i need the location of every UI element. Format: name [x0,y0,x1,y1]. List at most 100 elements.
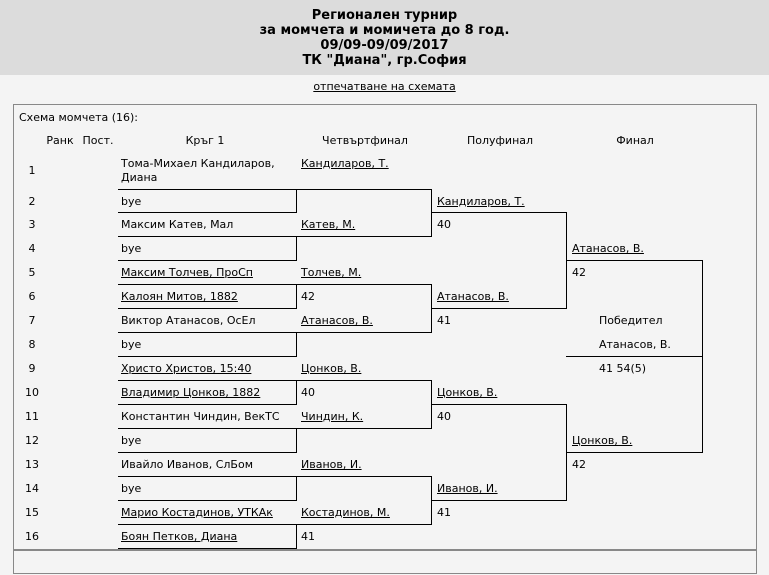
round1-line [118,404,296,405]
round1-line [118,428,296,429]
round1-player[interactable]: Боян Петков, Диана [121,530,238,543]
tournament-header: Регионален турнир за момчета и момичета … [0,0,769,75]
match-connector [296,284,297,309]
round1-line [118,189,296,190]
final-score: 42 [572,458,586,471]
draw-position-number: 12 [25,434,39,447]
semifinal-player[interactable]: Цонков, В. [437,386,498,399]
round1-player: bye [121,338,142,351]
match-connector [566,212,567,309]
draw-frame [13,104,757,550]
round1-line [118,260,296,261]
draw-position-number: 1 [28,164,36,177]
draw-footer-frame [13,550,757,574]
round1-player[interactable]: Владимир Цонков, 1882 [121,386,261,399]
quarterfinal-player[interactable]: Кандиларов, Т. [301,157,389,170]
final-player[interactable]: Атанасов, В. [572,242,644,255]
quarterfinal-player[interactable]: Цонков, В. [301,362,362,375]
winner-score: 41 54(5) [599,362,647,375]
semifinal-player[interactable]: Кандиларов, Т. [437,195,525,208]
round1-line [118,332,296,333]
quarterfinal-player[interactable]: Атанасов, В. [301,314,373,327]
col-round1-header: Кръг 1 [185,134,225,147]
tournament-title: Регионален турнир [311,8,458,23]
semifinal-line [431,308,566,309]
winner-line [566,356,702,357]
col-quarterfinal-header: Четвъртфинал [322,134,408,147]
round1-line [118,356,296,357]
semifinal-player[interactable]: Атанасов, В. [437,290,509,303]
col-semifinal-header: Полуфинал [466,134,534,147]
quarterfinal-score: 42 [301,290,315,303]
match-connector [566,404,567,501]
semifinal-line [431,212,566,213]
draw-position-number: 15 [25,506,39,519]
quarterfinal-line [296,428,431,429]
round1-player: bye [121,434,142,447]
semifinal-score: 41 [437,314,451,327]
quarterfinal-line [296,284,431,285]
round1-player[interactable]: Марио Костадинов, УТКАк [121,506,273,519]
semifinal-line [431,404,566,405]
quarterfinal-player[interactable]: Толчев, М. [301,266,362,279]
quarterfinal-line [296,380,431,381]
tournament-venue: ТК "Диана", гр.София [302,53,467,68]
round1-line [118,284,296,285]
draw-position-number: 7 [28,314,36,327]
match-connector [431,476,432,525]
draw-position-number: 13 [25,458,39,471]
round1-player: bye [121,195,142,208]
match-connector [296,189,297,213]
quarterfinal-score: 40 [301,386,315,399]
round1-line [118,476,296,477]
quarterfinal-player[interactable]: Костадинов, М. [301,506,390,519]
round1-line [118,308,296,309]
print-link-row: отпечатване на схемата [0,80,769,93]
winner-name: Атанасов, В. [599,338,671,351]
round1-player: Виктор Атанасов, ОсЕл [121,314,256,327]
round1-player: Константин Чиндин, ВекТС [121,410,280,423]
col-seed-header: Пост. [82,134,114,147]
semifinal-player[interactable]: Иванов, И. [437,482,498,495]
match-connector [296,476,297,501]
quarterfinal-line [296,236,431,237]
match-connector [431,189,432,237]
round1-player: bye [121,482,142,495]
round1-player: Ивайло Иванов, СлБом [121,458,253,471]
final-score: 42 [572,266,586,279]
quarterfinal-line [296,332,431,333]
draw-position-number: 2 [28,195,36,208]
draw-position-number: 11 [25,410,39,423]
winner-label: Победител [599,314,663,327]
round1-player[interactable]: Максим Толчев, ПроСп [121,266,253,279]
draw-title: Схема момчета (16): [19,111,139,124]
round1-player[interactable]: Христо Христов, 15:40 [121,362,252,375]
semifinal-score: 40 [437,410,451,423]
draw-position-number: 8 [28,338,36,351]
round1-line [118,500,296,501]
draw-position-number: 3 [28,218,36,231]
draw-position-number: 5 [28,266,36,279]
quarterfinal-line [296,476,431,477]
round1-player[interactable]: Калоян Митов, 1882 [121,290,238,303]
quarterfinal-player[interactable]: Иванов, И. [301,458,362,471]
tournament-category: за момчета и момичета до 8 год. [259,23,510,38]
semifinal-score: 41 [437,506,451,519]
quarterfinal-line [296,189,431,190]
draw-position-number: 14 [25,482,39,495]
semifinal-score: 40 [437,218,451,231]
round1-line [118,212,296,213]
quarterfinal-score: 41 [301,530,315,543]
draw-position-number: 16 [25,530,39,543]
quarterfinal-player[interactable]: Чиндин, К. [301,410,364,423]
final-line [566,260,702,261]
col-final-header: Финал [616,134,654,147]
draw-position-number: 10 [25,386,39,399]
final-player[interactable]: Цонков, В. [572,434,633,447]
round1-player: Тома-Михаел Кандиларов, Диана [121,157,275,184]
tournament-dates: 09/09-09/09/2017 [320,38,449,53]
print-draw-link[interactable]: отпечатване на схемата [313,80,456,93]
round1-line [118,524,296,525]
round1-line [118,380,296,381]
quarterfinal-player[interactable]: Катев, М. [301,218,356,231]
